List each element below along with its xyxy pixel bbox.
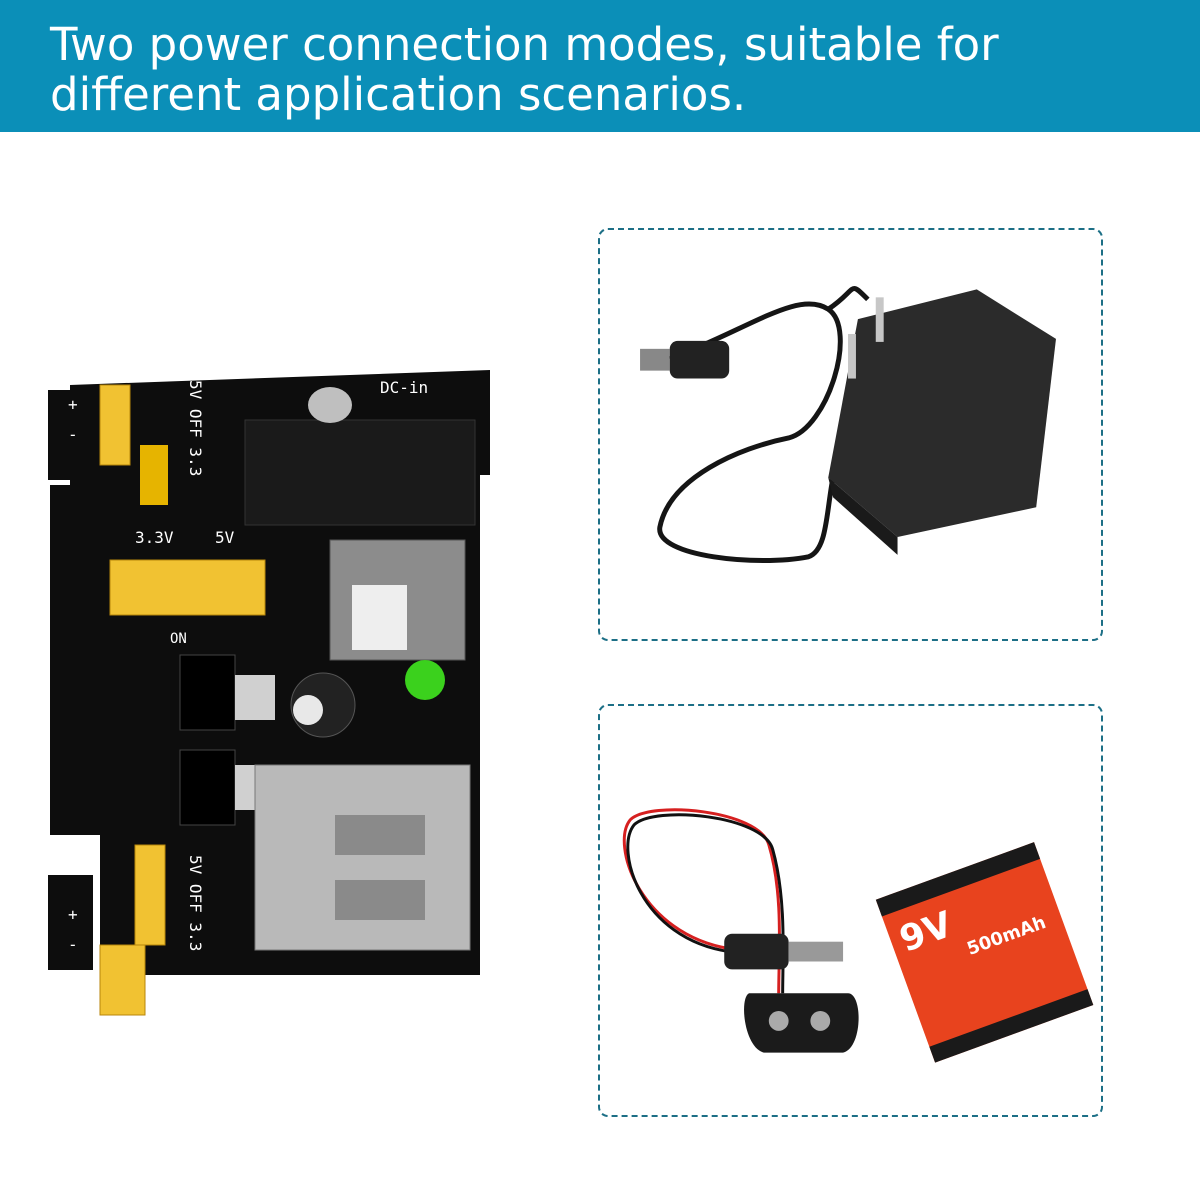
regulator-2 xyxy=(179,749,236,826)
dc-in-label: DC-in xyxy=(380,378,428,397)
header-banner: Two power connection modes, suitable for… xyxy=(0,0,1200,132)
banner-title-line-1: Two power connection modes, suitable for xyxy=(50,18,999,71)
ac-adapter-panel xyxy=(598,228,1103,641)
adapter-body xyxy=(828,289,1056,537)
label-5v: 5V xyxy=(215,528,235,547)
adapter-cable-loop xyxy=(826,286,870,312)
battery-illustration: 9V 500mAh xyxy=(622,808,1094,1063)
bottom-plus-label: + xyxy=(68,905,78,924)
pcb-left-tab-bottom xyxy=(48,875,93,970)
adapter-body-side xyxy=(828,477,898,555)
battery-panel: 9V 500mAh xyxy=(598,704,1103,1117)
capacitor-top xyxy=(293,695,323,725)
adapter-prong-2 xyxy=(848,333,856,379)
pcb-left-tab-top xyxy=(48,390,78,480)
power-switch-button xyxy=(352,585,407,650)
top-jumper-label: 5V OFF 3.3 xyxy=(186,380,205,476)
banner-title: Two power connection modes, suitable for… xyxy=(50,20,1150,120)
status-led xyxy=(405,660,445,700)
dc-plug-body xyxy=(669,340,730,379)
adapter-prong-1 xyxy=(875,297,884,342)
battery-top-band xyxy=(875,842,1041,917)
bottom-pin-header xyxy=(134,844,166,946)
bottom-jumper xyxy=(99,944,146,1016)
top-plus-label: + xyxy=(68,395,78,414)
label-3v3: 3.3V xyxy=(135,528,174,547)
dc-plug-tip xyxy=(640,348,670,371)
bottom-minus-label: - xyxy=(68,935,78,954)
dc-jack-cap xyxy=(308,387,352,423)
label-on: ON xyxy=(170,631,187,647)
power-module-photo: + - 5V OFF 3.3 DC-in 3.3V 5V ON + - xyxy=(40,365,500,1025)
top-jumper xyxy=(99,384,131,466)
bottom-jumper-label: 5V OFF 3.3 xyxy=(186,855,205,951)
top-pin-header xyxy=(140,445,168,505)
snap-terminal-2 xyxy=(810,1011,831,1031)
clip-wire-black xyxy=(626,813,785,994)
top-minus-label: - xyxy=(68,425,78,444)
snap-terminal-1 xyxy=(768,1011,789,1031)
dc-jack xyxy=(244,419,476,526)
output-pin-header xyxy=(109,559,266,616)
regulator-1 xyxy=(179,654,236,731)
adapter-cable xyxy=(657,301,860,563)
battery-snap-clip xyxy=(744,993,859,1053)
usb-port xyxy=(254,764,471,951)
battery-dc-plug-tip xyxy=(788,941,844,962)
ac-adapter-illustration xyxy=(640,286,1056,563)
usb-port-slot-1 xyxy=(335,815,425,855)
regulator-1-tab xyxy=(235,675,275,720)
battery-dc-plug-body xyxy=(724,933,789,970)
battery-bottom-band xyxy=(929,989,1094,1063)
power-module-illustration: + - 5V OFF 3.3 DC-in 3.3V 5V ON + - xyxy=(48,370,490,1016)
banner-title-line-2: different application scenarios. xyxy=(50,68,747,121)
usb-port-slot-2 xyxy=(335,880,425,920)
